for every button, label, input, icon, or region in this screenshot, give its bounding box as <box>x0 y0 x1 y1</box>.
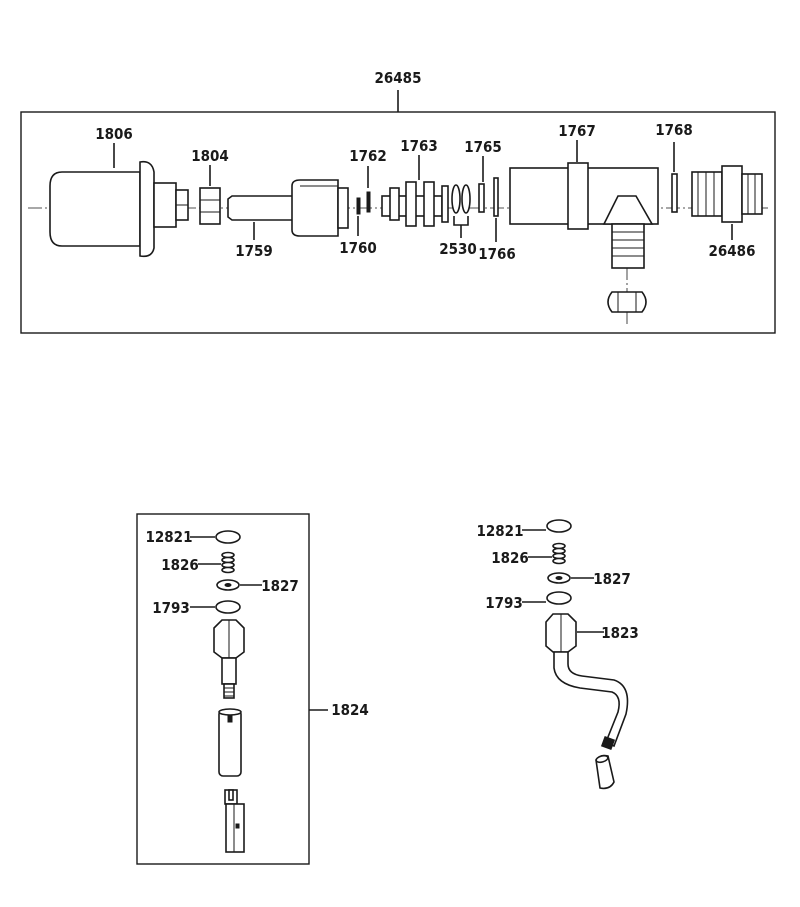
assembly-frame-1824 <box>136 513 310 865</box>
label-1804: 1804 <box>191 147 229 165</box>
part-12821-o-ring <box>215 530 241 544</box>
label-1793-right: 1793 <box>485 594 523 612</box>
left-assembly: 1824 12821 1826 1827 1793 <box>136 513 369 865</box>
label-1765: 1765 <box>464 138 502 156</box>
part-1768-washer <box>671 173 678 213</box>
part-1765-washer <box>478 183 485 213</box>
label-1806: 1806 <box>95 125 133 143</box>
left-pin <box>224 789 245 853</box>
label-1827-left: 1827 <box>261 577 299 595</box>
label-1826-right: 1826 <box>491 549 529 567</box>
label-2530: 2530 <box>439 240 477 258</box>
label-12821-left: 12821 <box>146 528 193 546</box>
part-1762-ring <box>366 191 371 213</box>
label-12821-right: 12821 <box>477 522 524 540</box>
left-sleeve <box>218 708 242 777</box>
label-26486: 26486 <box>709 242 756 260</box>
label-1823: 1823 <box>601 624 639 642</box>
label-1826-left: 1826 <box>161 556 199 574</box>
part-1760-washer <box>356 197 361 215</box>
label-1762: 1762 <box>349 147 387 165</box>
bracket-2530 <box>453 216 469 226</box>
part-1826-spring-right <box>552 542 566 565</box>
label-1760: 1760 <box>339 239 377 257</box>
part-1827-washer <box>216 579 240 591</box>
part-1804-nut <box>199 187 221 225</box>
part-1763-spool <box>381 181 449 227</box>
part-1826-spring <box>221 551 235 574</box>
left-fitting-body <box>213 619 245 699</box>
right-assembly: 12821 1826 1827 1793 <box>477 519 639 790</box>
part-26486-fitting <box>691 165 763 223</box>
label-1827-right: 1827 <box>593 570 631 588</box>
label-1824: 1824 <box>331 701 369 719</box>
part-1766-ring <box>493 177 499 217</box>
tee-hex-nut <box>607 291 647 313</box>
label-1767: 1767 <box>558 122 596 140</box>
part-1767-tee-body <box>509 162 659 269</box>
part-1759-stem <box>227 179 349 237</box>
part-1793-o-ring <box>215 600 241 614</box>
part-1793-o-ring-right <box>546 591 572 605</box>
label-1759: 1759 <box>235 242 273 260</box>
part-2530-o-rings <box>451 184 471 214</box>
label-1793-left: 1793 <box>152 599 190 617</box>
top-assembly: 26485 1806 1804 1759 <box>20 69 776 334</box>
part-1827-washer-right <box>547 572 571 584</box>
part-12821-o-ring-right <box>546 519 572 533</box>
part-1806-cap <box>49 160 189 258</box>
part-1823-bent-fitting <box>545 613 629 790</box>
label-1768: 1768 <box>655 121 693 139</box>
label-26485: 26485 <box>375 69 422 87</box>
label-1766: 1766 <box>478 245 516 263</box>
label-1763: 1763 <box>400 137 438 155</box>
